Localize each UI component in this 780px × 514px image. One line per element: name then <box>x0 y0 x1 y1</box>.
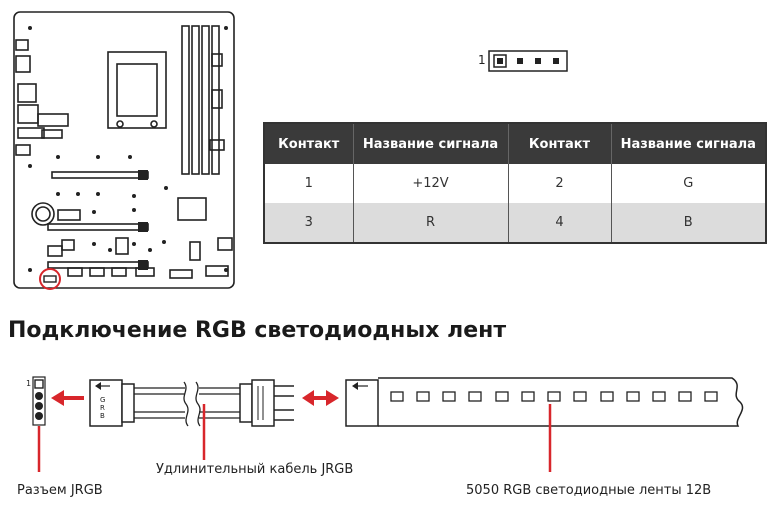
extension-cable-male-plug-icon <box>239 379 294 427</box>
table-cell: 4 <box>508 203 612 243</box>
table-cell: 2 <box>508 164 612 203</box>
led-strip-icon <box>345 377 744 427</box>
section-title: Подключение RGB светодиодных лент <box>8 318 507 343</box>
motherboard-diagram <box>13 11 235 290</box>
arrow-left-icon <box>51 390 84 406</box>
rgb-connection-diagram: 1 G R B <box>26 376 744 472</box>
table-cell: B <box>611 203 766 243</box>
header-pin1-label: 1 <box>26 379 31 388</box>
header-signal-1: Название сигнала <box>353 123 509 164</box>
header-contact-2: Контакт <box>508 123 612 164</box>
plug-letter-b: B <box>100 412 105 420</box>
cable-label: Удлинительный кабель JRGB <box>156 462 354 477</box>
table-cell: +12V <box>353 164 509 203</box>
table-header-row: Контакт Название сигнала Контакт Названи… <box>264 123 766 164</box>
table-row: 3 R 4 B <box>264 203 766 243</box>
jrgb-label: Разъем JRGB <box>17 483 103 498</box>
plug-letter-g: G <box>100 396 105 404</box>
connector-pin1-label: 1 <box>478 53 486 67</box>
plug-letter-r: R <box>100 404 105 412</box>
table-cell: G <box>683 176 694 191</box>
table-cell: 3 <box>264 203 354 243</box>
header-signal-2: Название сигнала <box>611 123 766 164</box>
table-row: 1 +12V 2 G <box>264 164 766 203</box>
jrgb-header-icon <box>32 376 46 426</box>
extension-cable-wires <box>134 381 240 427</box>
header-contact-1: Контакт <box>264 123 354 164</box>
table-cell: R <box>353 203 509 243</box>
double-arrow-icon <box>302 390 339 406</box>
pinout-table: Контакт Название сигнала Контакт Названи… <box>263 122 767 244</box>
extension-cable-plug-icon <box>89 379 135 427</box>
led-strip-label: 5050 RGB светодиодные ленты 12В <box>466 483 712 498</box>
table-cell: 1 <box>264 164 354 203</box>
jrgb-location-highlight <box>39 268 61 290</box>
jrgb-connector-icon <box>488 50 568 72</box>
